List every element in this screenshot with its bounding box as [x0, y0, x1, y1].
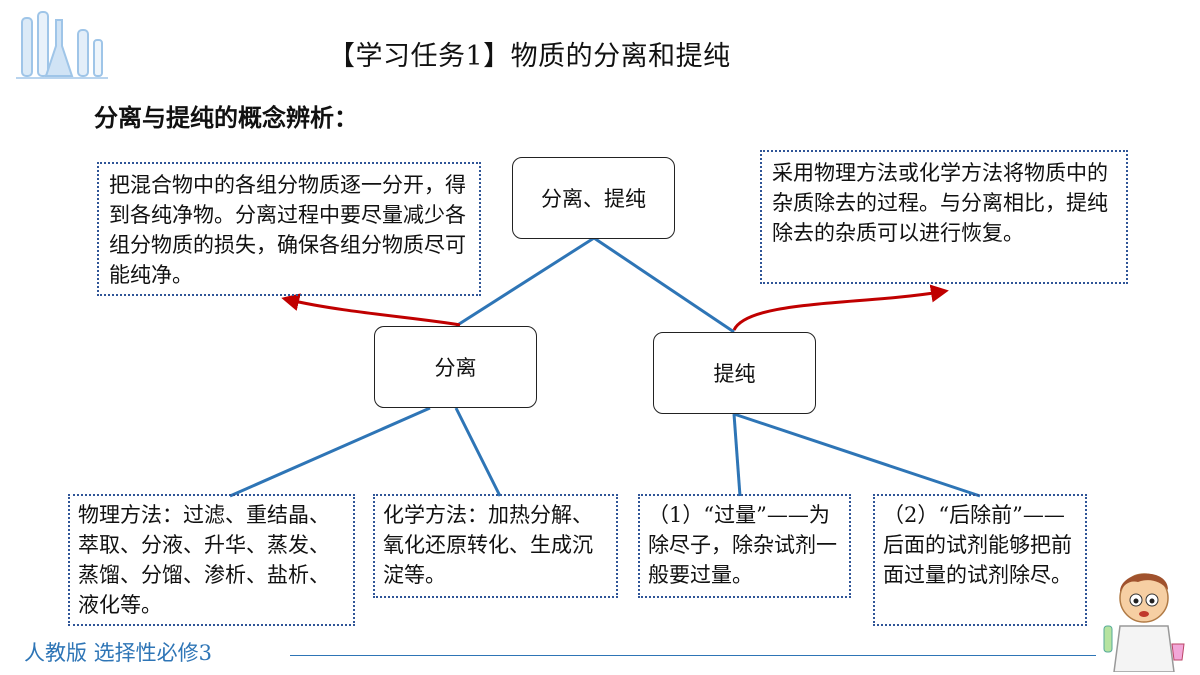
arrow-to-purification-definition: [732, 284, 949, 331]
scientist-boy-icon: [1103, 573, 1185, 672]
purification-node-label: 提纯: [713, 362, 756, 386]
lab-glassware-icon: [16, 11, 108, 79]
chemical-methods-text: 化学方法：加热分解、氧化还原转化、生成沉淀等。: [383, 503, 593, 587]
connector-root-purification: [593, 236, 735, 334]
root-node-label: 分离、提纯: [541, 187, 646, 211]
order-principle-text: （2）“后除前”——后面的试剂能够把前面过量的试剂除尽。: [883, 503, 1072, 587]
connector-purification-order: [733, 412, 981, 498]
excess-principle-box: （1）“过量”——为除尽子，除杂试剂一般要过量。: [638, 494, 851, 598]
root-node: 分离、提纯: [512, 157, 675, 239]
separation-definition-text: 把混合物中的各组分物质逐一分开，得到各纯净物。分离过程中要尽量减少各组分物质的损…: [109, 173, 466, 287]
footer-divider: [290, 655, 1096, 656]
arrow-to-separation-definition: [281, 293, 461, 327]
connector-purification-excess: [732, 413, 742, 497]
connector-separation-physical: [229, 406, 431, 498]
separation-definition-box: 把混合物中的各组分物质逐一分开，得到各纯净物。分离过程中要尽量减少各组分物质的损…: [97, 162, 481, 296]
chemical-methods-box: 化学方法：加热分解、氧化还原转化、生成沉淀等。: [373, 494, 618, 598]
purification-definition-box: 采用物理方法或化学方法将物质中的杂质除去的过程。与分离相比，提纯除去的杂质可以进…: [760, 150, 1128, 284]
purification-definition-text: 采用物理方法或化学方法将物质中的杂质除去的过程。与分离相比，提纯除去的杂质可以进…: [772, 161, 1108, 245]
connector-separation-chemical: [454, 407, 502, 497]
order-principle-box: （2）“后除前”——后面的试剂能够把前面过量的试剂除尽。: [873, 494, 1087, 626]
section-subtitle: 分离与提纯的概念辨析：: [94, 104, 358, 132]
edition-label: 人教版 选择性必修3: [24, 641, 213, 665]
purification-node: 提纯: [653, 332, 816, 414]
page-title: 【学习任务1】物质的分离和提纯: [328, 41, 731, 72]
physical-methods-box: 物理方法：过滤、重结晶、萃取、分液、升华、蒸发、蒸馏、分馏、渗析、盐析、液化等。: [68, 494, 355, 626]
physical-methods-text: 物理方法：过滤、重结晶、萃取、分液、升华、蒸发、蒸馏、分馏、渗析、盐析、液化等。: [78, 503, 330, 617]
separation-node-label: 分离: [434, 356, 477, 380]
separation-node: 分离: [374, 326, 537, 408]
connector-root-separation: [455, 236, 595, 328]
excess-principle-text: （1）“过量”——为除尽子，除杂试剂一般要过量。: [648, 503, 837, 587]
